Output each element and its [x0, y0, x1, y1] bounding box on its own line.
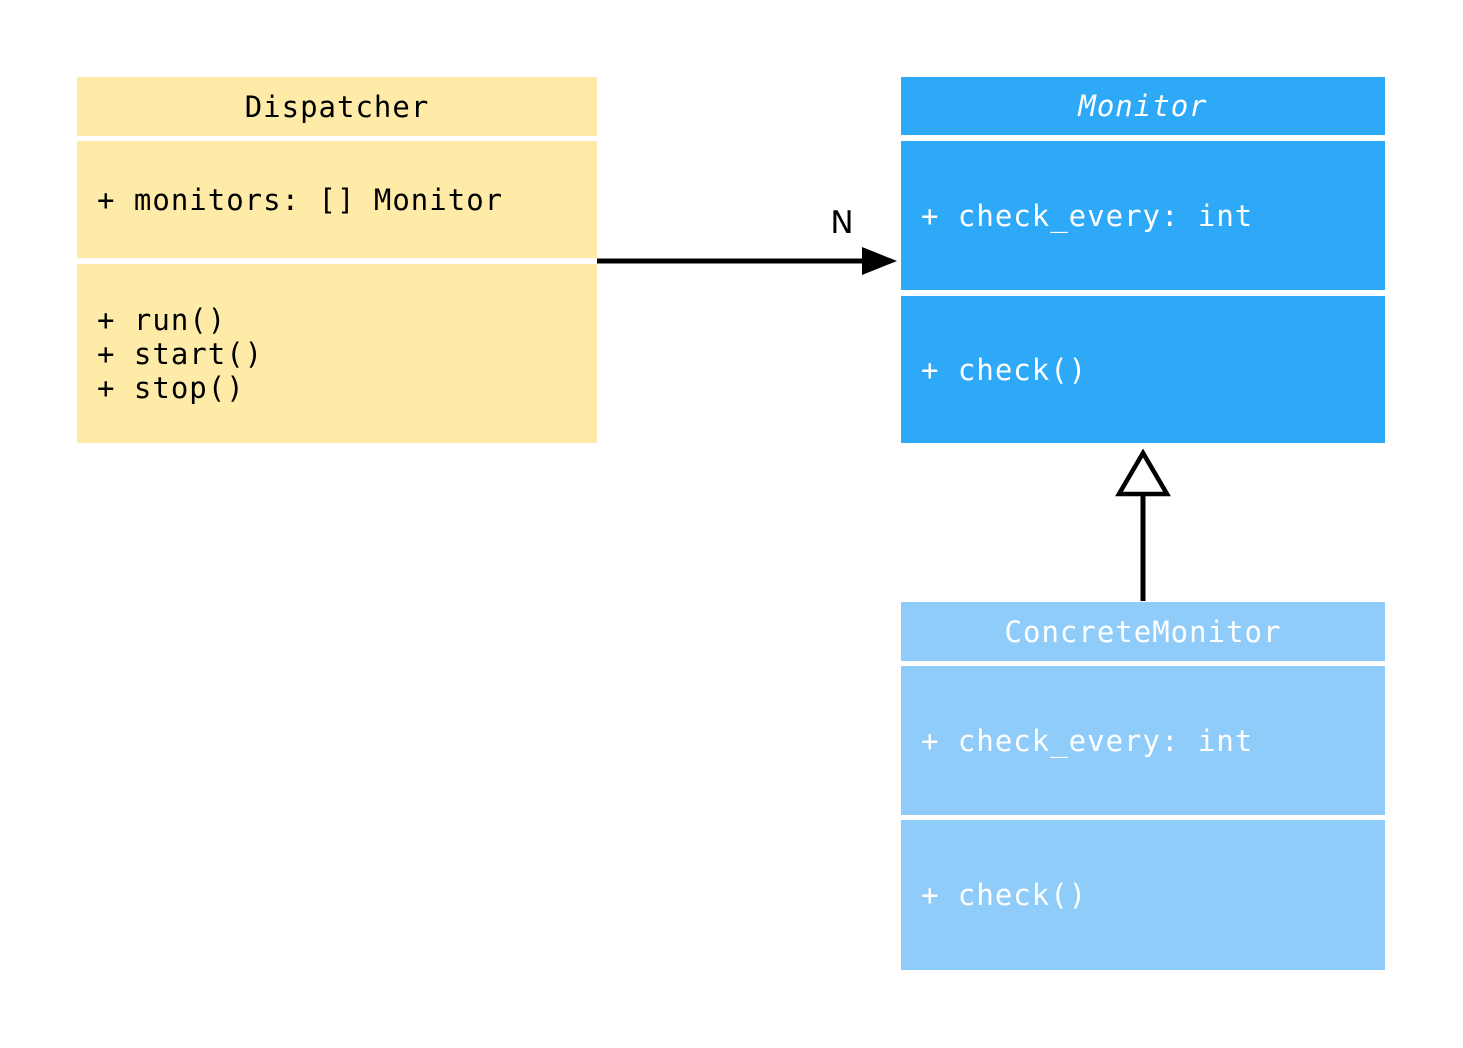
- class-attributes-concrete-monitor: + check_every: int: [901, 666, 1385, 815]
- class-name-label: Dispatcher: [244, 89, 430, 124]
- class-box-monitor: Monitor + check_every: int + check(): [901, 77, 1385, 443]
- method-text: + run(): [97, 302, 227, 337]
- class-attributes-monitor: + check_every: int: [901, 141, 1385, 290]
- attribute-text: + monitors: [] Monitor: [97, 182, 504, 217]
- attribute-text: + check_every: int: [921, 198, 1254, 233]
- attribute-text: + check_every: int: [921, 723, 1254, 758]
- class-title-monitor: Monitor: [901, 77, 1385, 135]
- method-text: + check(): [921, 878, 1088, 912]
- inheritance-triangle: [1115, 448, 1171, 497]
- class-methods-concrete-monitor: + check(): [901, 820, 1385, 970]
- method-text: + start(): [97, 336, 264, 371]
- class-attributes-dispatcher: + monitors: [] Monitor: [77, 141, 597, 258]
- method-text: + stop(): [97, 370, 245, 405]
- association-arrowhead: [862, 247, 897, 275]
- class-title-concrete-monitor: ConcreteMonitor: [901, 602, 1385, 661]
- class-box-concrete-monitor: ConcreteMonitor + check_every: int + che…: [901, 602, 1385, 970]
- class-title-dispatcher: Dispatcher: [77, 77, 597, 136]
- class-methods-dispatcher: + run() + start() + stop(): [77, 264, 597, 443]
- class-name-label: Monitor: [1078, 89, 1208, 123]
- class-methods-monitor: + check(): [901, 296, 1385, 443]
- class-name-label: ConcreteMonitor: [1004, 614, 1282, 649]
- method-text: + check(): [921, 352, 1088, 387]
- multiplicity-label: N: [830, 205, 854, 241]
- class-box-dispatcher: Dispatcher + monitors: [] Monitor + run(…: [77, 77, 597, 443]
